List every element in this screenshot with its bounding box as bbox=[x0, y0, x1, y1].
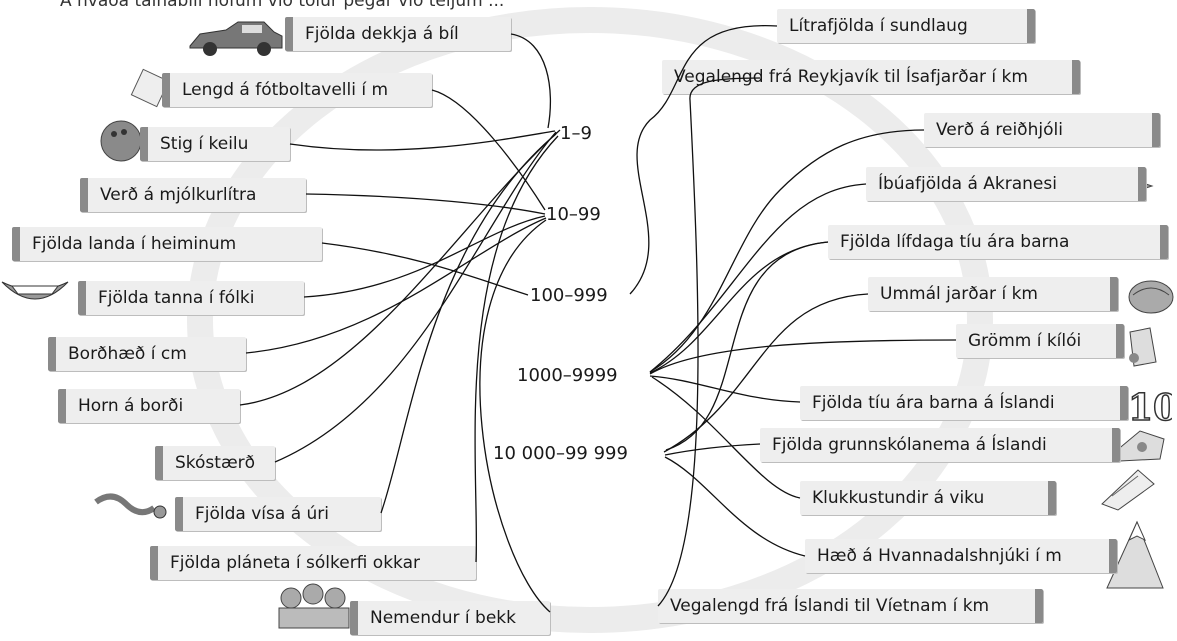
line-isafjordur-100-999 bbox=[629, 25, 778, 295]
ten-icon: 10 bbox=[1127, 386, 1172, 428]
svg-text:10: 10 bbox=[1128, 387, 1172, 428]
line-lond-100-999 bbox=[321, 242, 529, 296]
left-label-1: Fjölda dekkja á bíl bbox=[285, 17, 511, 51]
left-label-11: Fjölda pláneta í sólkerfi okkar bbox=[150, 546, 476, 580]
line-lifdagar-1000-9999 bbox=[649, 241, 829, 374]
line-fotbolti-10-99 bbox=[431, 89, 546, 211]
left-label-9: Skóstærð bbox=[155, 446, 275, 480]
left-label-4: Verð á mjólkurlítra bbox=[80, 178, 306, 212]
right-label-9: Fjölda grunnskólanema á Íslandi bbox=[760, 428, 1120, 462]
line-skostaerd-1-9 bbox=[274, 131, 557, 463]
line-hvannadal-10000 bbox=[664, 456, 806, 557]
kids-icon bbox=[278, 583, 350, 629]
line-keila-1-9 bbox=[289, 130, 556, 151]
left-label-3: Stig í keilu bbox=[140, 127, 290, 161]
globe-icon bbox=[1128, 280, 1174, 314]
right-label-7: Grömm í kílói bbox=[956, 324, 1124, 358]
line-nemendur-10-99 bbox=[479, 219, 551, 613]
instruction-header: A hvaða talnabili höfum við tölur þegar … bbox=[60, 0, 505, 11]
line-tennur-10-99 bbox=[303, 215, 546, 298]
right-label-1: Lítrafjölda í sundlaug bbox=[777, 9, 1035, 43]
car-icon bbox=[189, 21, 283, 56]
line-lifdagar-10000 bbox=[665, 241, 829, 451]
left-label-7: Borðhæð í cm bbox=[48, 337, 246, 371]
left-label-10: Fjölda vísa á úri bbox=[175, 497, 381, 531]
right-label-11: Hæð á Hvannadalshnjúki í m bbox=[805, 539, 1117, 573]
line-visa-1-9 bbox=[380, 133, 557, 514]
range-10000-99999: 10 000–99 999 bbox=[493, 443, 628, 464]
line-tiuara-1000-9999 bbox=[649, 375, 801, 403]
line-klst-1000-9999 bbox=[651, 376, 801, 499]
line-grommm-1000-9999 bbox=[649, 339, 957, 375]
line-mjolk-10-99 bbox=[305, 193, 546, 215]
line-ummal-10000 bbox=[663, 293, 869, 453]
range-10-99: 10–99 bbox=[546, 204, 601, 225]
right-label-6: Ummál jarðar í km bbox=[868, 277, 1118, 311]
right-label-10: Klukkustundir á viku bbox=[800, 481, 1056, 515]
left-label-12: Nemendur í bekk bbox=[350, 601, 550, 635]
right-label-3: Verð á reiðhjóli bbox=[924, 113, 1160, 147]
calendar-icon bbox=[1101, 469, 1155, 511]
worm-icon bbox=[94, 493, 167, 519]
right-label-8: Fjölda tíu ára barna á Íslandi bbox=[800, 386, 1128, 420]
line-bordhaed-10-99 bbox=[245, 217, 547, 354]
right-label-4: Íbúafjölda á Akranesi bbox=[866, 167, 1146, 201]
right-label-2: Vegalengd frá Reykjavík til Ísafjarðar í… bbox=[662, 60, 1080, 94]
line-grunnskoli-10000 bbox=[664, 443, 761, 456]
line-dekk-1-9 bbox=[510, 33, 552, 129]
mountain-icon bbox=[1106, 520, 1164, 589]
left-label-8: Horn á borði bbox=[58, 389, 240, 423]
left-label-5: Fjölda landa í heiminum bbox=[12, 227, 322, 261]
left-label-2: Lengd á fótboltavelli í m bbox=[162, 73, 432, 107]
right-label-5: Fjölda lífdaga tíu ára barna bbox=[828, 225, 1168, 259]
line-planeta-1-9 bbox=[474, 135, 559, 563]
range-1-9: 1–9 bbox=[560, 123, 592, 144]
weight-icon bbox=[1129, 327, 1157, 367]
line-vietnam-10000 bbox=[657, 77, 761, 607]
range-1000-9999: 1000–9999 bbox=[517, 365, 618, 386]
right-label-12: Vegalengd frá Íslandi til Víetnam í km bbox=[658, 589, 1043, 623]
range-100-999: 100–999 bbox=[530, 285, 608, 306]
line-reidhjol-1000-9999 bbox=[649, 129, 925, 373]
left-label-6: Fjölda tanna í fólki bbox=[78, 281, 304, 315]
line-horn-100-999 bbox=[239, 129, 561, 406]
line-akranes-1000-9999 bbox=[649, 183, 867, 373]
teeth-icon bbox=[1, 281, 69, 300]
